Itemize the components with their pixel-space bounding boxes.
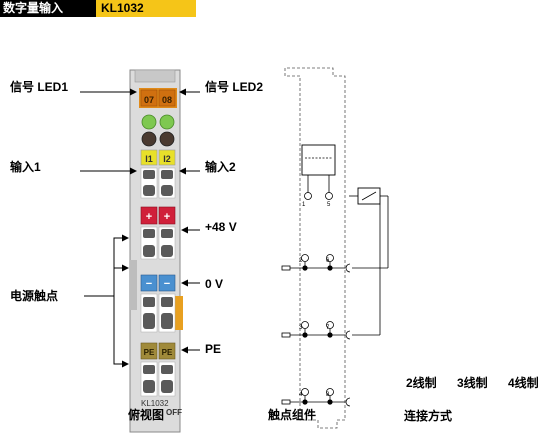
led-dark-1 [141, 131, 157, 147]
pin-6: 6 [326, 258, 330, 264]
led-dark-2 [159, 131, 175, 147]
label-signal-led1: 信号 LED1 [10, 80, 69, 94]
led-label-07: 07 [144, 95, 154, 105]
plus-symbol-2: + [164, 211, 170, 223]
label-contact-assembly: 触点组件 [268, 408, 317, 422]
header-model: KL1032 [96, 0, 196, 17]
plus-symbol-1: + [146, 211, 152, 223]
plus-marker-2 [158, 206, 176, 225]
label-0v: 0 V [205, 277, 224, 291]
input-text-1: I1 [145, 154, 153, 164]
pin-numbers: 1 5 2 6 3 7 4 8 [299, 202, 331, 398]
spring-clamp [143, 170, 155, 179]
pin-1: 1 [302, 202, 306, 208]
led-green-1 [141, 114, 157, 130]
contact-schematic [281, 67, 389, 429]
minus-symbol-2: − [164, 278, 170, 290]
label-plus48v: +48 V [205, 220, 237, 234]
label-signal-led2: 信号 LED2 [205, 80, 264, 94]
header-category: 数字量输入 [0, 0, 96, 17]
spring-clamp [161, 170, 173, 179]
plus-marker-1 [140, 206, 158, 225]
pointer-arrows [80, 88, 200, 368]
label-power-contacts: 电源触点 [10, 289, 59, 303]
contact-row-2 [281, 321, 351, 340]
side-latch [175, 296, 183, 330]
label-top-view: 俯视图 [128, 408, 165, 422]
minus-marker-2 [158, 274, 176, 292]
contact-row-1 [281, 254, 351, 273]
contact-row-3 [281, 388, 351, 407]
pin-8: 8 [326, 392, 330, 398]
label-input2: 输入2 [205, 160, 236, 174]
minus-marker-1 [140, 274, 158, 292]
pe-text-2: PE [162, 348, 173, 357]
terminal-module [129, 69, 183, 433]
led-green-2 [159, 114, 175, 130]
connection-type-3wire: 3线制 [457, 376, 488, 390]
label-pe: PE [205, 342, 222, 356]
pin-7: 7 [326, 325, 330, 331]
pin-4: 4 [299, 392, 303, 398]
input-text-2: I2 [163, 154, 171, 164]
pe-text-1: PE [144, 348, 155, 357]
module-off-text: OFF [166, 408, 182, 417]
input-label-2 [158, 149, 176, 166]
minus-symbol-1: − [146, 278, 152, 290]
led-label-08: 08 [162, 95, 172, 105]
pin-5: 5 [327, 202, 331, 208]
pe-marker-2 [158, 342, 176, 360]
pe-marker-1 [140, 342, 158, 360]
module-model-text: KL1032 [141, 399, 169, 408]
pin-3: 3 [299, 325, 303, 331]
label-input1: 输入1 [10, 160, 41, 174]
connection-type-4wire: 4线制 [508, 376, 539, 390]
input-label-1 [140, 149, 158, 166]
pin-2: 2 [299, 258, 303, 264]
label-connection-method: 连接方式 [404, 409, 453, 423]
connection-type-2wire: 2线制 [406, 376, 437, 390]
